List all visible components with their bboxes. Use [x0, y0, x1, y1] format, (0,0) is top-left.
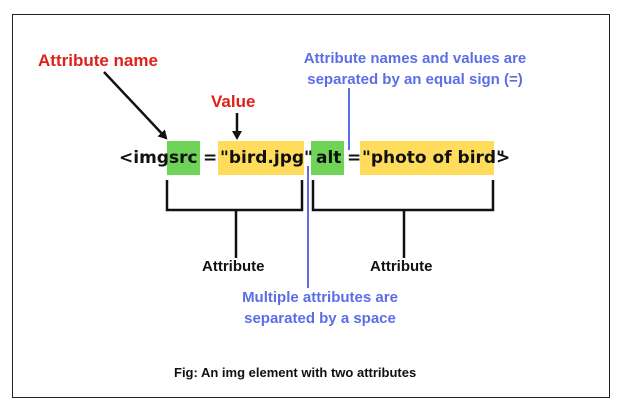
img-close-tag: > — [496, 148, 511, 168]
equal-sign-note: Attribute names and values are separated… — [280, 48, 550, 90]
alt-name-highlight — [311, 141, 344, 175]
equal-sign-note-line2: separated by an equal sign (=) — [307, 71, 523, 88]
alt-attribute-name: alt — [316, 148, 342, 168]
img-open-tag: <img — [119, 148, 169, 168]
alt-equal-sign: = — [347, 148, 362, 168]
right-attribute-bracket — [311, 180, 495, 212]
src-name-highlight — [167, 141, 200, 175]
diagram-frame — [12, 14, 610, 398]
alt-attribute-value: "photo of bird" — [362, 148, 505, 168]
src-value-highlight — [218, 141, 304, 175]
attribute-name-arrow — [103, 71, 168, 140]
src-equal-sign: = — [203, 148, 218, 168]
space-note-line1: Multiple attributes are — [242, 289, 398, 306]
attribute-label-right: Attribute — [370, 258, 433, 275]
src-attribute-value: "bird.jpg" — [220, 148, 313, 168]
attribute-name-label: Attribute name — [38, 51, 158, 70]
alt-value-highlight — [360, 141, 494, 175]
space-note-line2: separated by a space — [244, 310, 396, 327]
src-attribute-name: src — [169, 148, 198, 168]
equal-sign-note-line1: Attribute names and values are — [303, 50, 527, 67]
left-attribute-bracket — [165, 180, 304, 212]
value-label: Value — [211, 92, 256, 111]
figure-caption: Fig: An img element with two attributes — [174, 365, 417, 380]
attribute-label-left: Attribute — [202, 258, 265, 275]
space-note: Multiple attributes are separated by a s… — [200, 287, 440, 329]
